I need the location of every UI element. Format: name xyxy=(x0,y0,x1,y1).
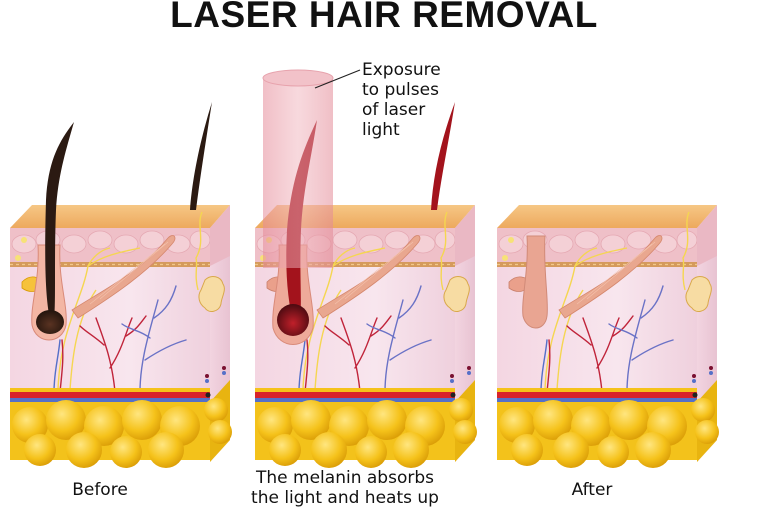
callout-line-4: light xyxy=(362,120,400,140)
laser-beam xyxy=(262,69,361,268)
caption-during-line-1: The melanin absorbs xyxy=(256,468,434,488)
callout-line-1: Exposure xyxy=(362,60,441,80)
page-title: LASER HAIR REMOVAL xyxy=(170,0,598,35)
caption-after: After xyxy=(571,480,613,500)
caption-before: Before xyxy=(72,480,128,500)
caption-during: The melanin absorbs the light and heats … xyxy=(230,468,460,508)
callout-line-2: to pulses xyxy=(362,80,439,100)
panel-during xyxy=(254,102,478,469)
panel-before xyxy=(9,102,233,469)
panel-after xyxy=(496,204,720,469)
callout-leader-line xyxy=(314,69,361,89)
caption-during-line-2: the light and heats up xyxy=(251,488,439,508)
hair-before xyxy=(45,122,74,320)
laser-exposure-callout: Exposure to pulses of laser light xyxy=(362,60,441,140)
callout-line-3: of laser xyxy=(362,100,426,120)
